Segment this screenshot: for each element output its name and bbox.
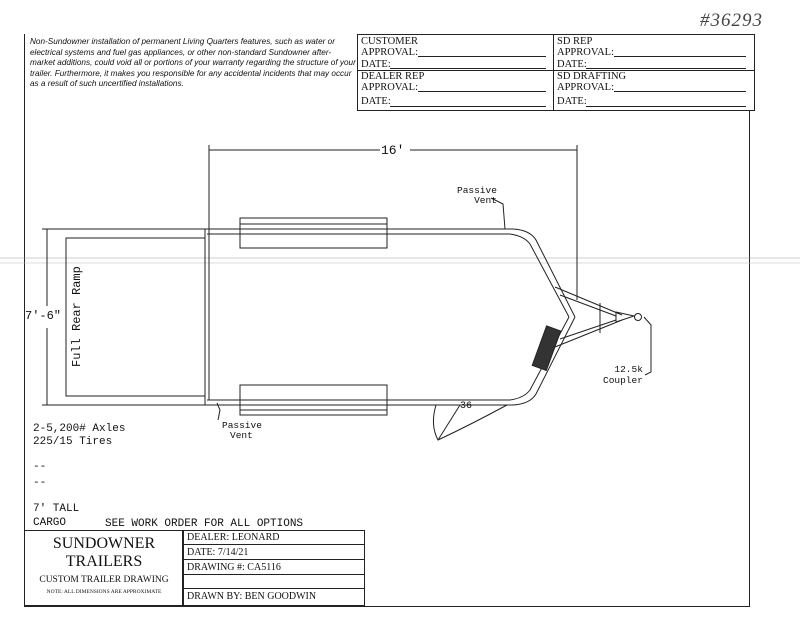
coupler-leader (643, 316, 652, 376)
door-swing-edge (437, 404, 461, 441)
drawn-by-field: DRAWN BY: BEN GOODWIN (187, 591, 317, 602)
nose-bottom (512, 316, 576, 406)
sd-rep-date-line (586, 68, 746, 69)
rear-vent-leader (216, 402, 221, 421)
approval-grid (357, 34, 755, 111)
drawing-subtitle: CUSTOM TRAILER DRAWING (39, 575, 169, 585)
customer-date-line (390, 68, 546, 69)
width-dimension-label: 7'-6" (25, 309, 62, 323)
sd-rep-date-label: DATE: (557, 59, 587, 70)
dealer-field: DEALER: LEONARD (183, 531, 364, 545)
drawing-frame (24, 34, 750, 607)
nose-top-inner (509, 233, 570, 318)
brand-name-line1: SUNDOWNER (52, 535, 156, 552)
dealer-rep-date-label: DATE: (361, 96, 391, 107)
sd-drafting-approval-line (614, 91, 746, 92)
customer-date-label: DATE: (361, 59, 391, 70)
coupler-ball (634, 313, 642, 321)
handwritten-file-number: #36293 (700, 10, 763, 31)
axles-spec: 2-5,200# Axles (33, 423, 126, 435)
sd-drafting-date-line (586, 106, 746, 107)
warranty-disclaimer: Non-Sundowner installation of permanent … (30, 37, 356, 89)
approval-grid-divider-horizontal (357, 70, 754, 71)
tongue-frame (554, 319, 623, 348)
tongue-jack (531, 325, 562, 372)
sd-rep-approval-line (614, 56, 746, 57)
dealer-rep-date-line (390, 106, 546, 107)
approval-grid-divider-vertical (553, 34, 554, 110)
height-spec: 7' TALL (33, 503, 80, 515)
nose-bottom-inner (509, 316, 570, 401)
blank-row (183, 575, 364, 589)
tongue-frame (559, 319, 617, 340)
title-block-brand: SUNDOWNER TRAILERS CUSTOM TRAILER DRAWIN… (24, 530, 184, 606)
work-order-note: SEE WORK ORDER FOR ALL OPTIONS (105, 518, 304, 530)
dimension-note: NOTE: ALL DIMENSIONS ARE APPROXIMATE (46, 589, 162, 595)
front-vent-leader (490, 197, 506, 230)
sd-drafting-date-label: DATE: (557, 96, 587, 107)
date-field: DATE: 7/14/21 (183, 545, 364, 560)
fender-front (239, 217, 388, 249)
customer-approval-line (418, 56, 546, 57)
rear-ramp (65, 237, 206, 397)
coupler-head (615, 311, 636, 323)
fender-rear (239, 384, 388, 416)
nose-top (512, 228, 576, 318)
blank-option-1: -- (33, 461, 47, 473)
rear-ramp-label: Full Rear Ramp (70, 266, 84, 367)
tongue-frame (559, 294, 617, 317)
length-dimension-label: 16' (381, 143, 405, 158)
drawing-number-field: DRAWING #: CA5116 (183, 560, 364, 575)
door-angle-label: 36 (460, 401, 473, 412)
tongue-frame (554, 286, 623, 316)
dealer-rep-approval-line (418, 91, 546, 92)
blank-option-2: -- (33, 477, 47, 489)
tires-spec: 225/15 Tires (33, 436, 113, 448)
brand-name-line2: TRAILERS (65, 553, 143, 570)
cargo-spec: CARGO (33, 517, 67, 529)
title-block-info: DEALER: LEONARD DATE: 7/14/21 DRAWING #:… (182, 530, 365, 606)
